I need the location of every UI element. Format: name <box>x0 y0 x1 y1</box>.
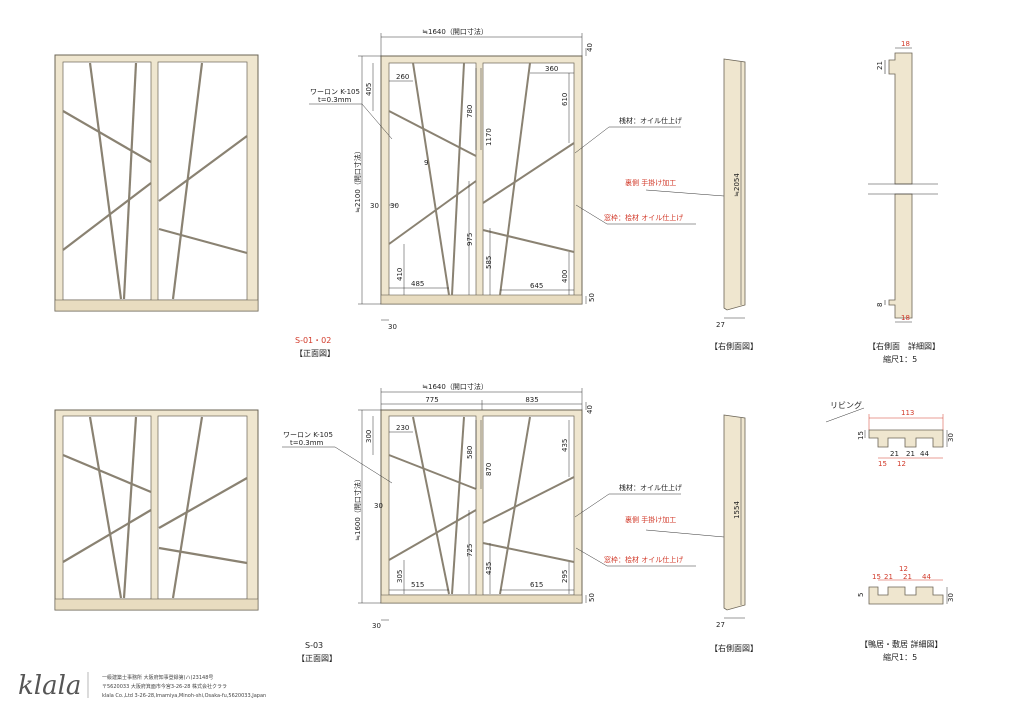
bottom-detail-label: 【鴨居・敷居 詳細図】 <box>860 639 943 649</box>
top-detail-scale: 縮尺1：5 <box>883 354 917 364</box>
dim-405: 405 <box>365 83 373 96</box>
bottom-note-material: ワーロン K-105 <box>283 431 333 439</box>
dim-40: 40 <box>586 43 594 52</box>
dim-50-b: 50 <box>588 593 596 602</box>
shikii-15: 15 <box>872 573 881 581</box>
bottom-code: S-03 <box>305 641 323 650</box>
dim-30c: 30 <box>388 323 397 331</box>
bottom-side-height: 1554 <box>733 501 741 519</box>
dim-485: 485 <box>411 280 424 288</box>
dim-645: 645 <box>530 282 543 290</box>
dim-30-b2: 30 <box>372 622 381 630</box>
top-side-label: 【右側面図】 <box>710 341 758 351</box>
top-side-height: ≒2054 <box>733 173 741 197</box>
dim-30b: 30 <box>390 202 399 210</box>
dim-300: 300 <box>365 430 373 443</box>
top-overall-height: ≒2100（開口寸法） <box>353 147 362 213</box>
top-note-material: ワーロン K-105 <box>310 88 360 96</box>
dim-40-b: 40 <box>586 405 594 414</box>
top-main-elevation: ≒1640（開口寸法） ≒2100（開口寸法） 40 405 260 780 1… <box>295 27 725 358</box>
footer-line1: 一級建築士事務所 大阪府知事登録第(ハ)23148号 <box>102 674 213 681</box>
bottom-note-rail: 桟材：オイル仕上げ <box>619 483 682 492</box>
bottom-main-elevation: ≒1640（開口寸法） 775 835 40 ≒1600（開口寸法） 300 2… <box>282 382 725 663</box>
bottom-note-back: 裏側 手掛け加工 <box>625 515 676 524</box>
shikii-5: 5 <box>857 593 865 597</box>
kamoi-15b: 15 <box>878 460 887 468</box>
dim-435b: 435 <box>485 562 493 575</box>
dim-585: 585 <box>485 256 493 269</box>
dim-780: 780 <box>466 105 474 118</box>
klala-logo: klala <box>18 671 81 701</box>
top-note-frame: 窓枠：桧材 オイル仕上げ <box>604 213 683 222</box>
kamoi-30: 30 <box>947 433 955 442</box>
dim-515: 515 <box>411 581 424 589</box>
bottom-side-dim-27: 27 <box>716 621 725 629</box>
kamoi-15: 15 <box>857 431 865 440</box>
footer-line3: klala Co.,Ltd 3-26-28,Imamiya,Minoh-shi,… <box>102 693 266 699</box>
top-note-rail: 桟材：オイル仕上げ <box>619 116 682 125</box>
dim-870: 870 <box>485 463 493 476</box>
top-overall-width: ≒1640（開口寸法） <box>422 27 488 36</box>
kamoi-21b: 21 <box>906 450 915 458</box>
bottom-head-sill-detail: リビング 113 15 30 21 21 44 15 12 12 15 <box>825 400 955 662</box>
top-side-dim-27: 27 <box>716 321 725 329</box>
dim-410: 410 <box>396 268 404 281</box>
top-note-back: 裏側 手掛け加工 <box>625 178 676 187</box>
bottom-side-label: 【右側面図】 <box>710 643 758 653</box>
dim-435a: 435 <box>561 439 569 452</box>
dim-295: 295 <box>561 570 569 583</box>
bottom-overall-height: ≒1600（開口寸法） <box>353 475 362 541</box>
dim-30a: 30 <box>370 202 379 210</box>
dim-305: 305 <box>396 570 404 583</box>
top-code: S-01・02 <box>295 336 331 345</box>
dim-975: 975 <box>466 233 474 246</box>
dim-400: 400 <box>561 270 569 283</box>
bottom-front-label: 【正面図】 <box>297 654 337 663</box>
bottom-note-frame: 窓枠：桧材 オイル仕上げ <box>604 555 683 564</box>
top-side-detail: 18 21 8 18 【右側面 詳細図】 縮尺1：5 <box>868 40 940 364</box>
rib-label: リビング <box>830 400 862 410</box>
dim-230: 230 <box>396 424 409 432</box>
shikii-12: 12 <box>899 565 908 573</box>
shikii-44: 44 <box>922 573 931 581</box>
dim-50: 50 <box>588 293 596 302</box>
shikii-21b: 21 <box>903 573 912 581</box>
top-front-label: 【正面図】 <box>295 349 335 358</box>
bottom-overall-width: ≒1640（開口寸法） <box>422 382 488 391</box>
footer-line2: 〒5620033 大阪府箕面市今宮3-26-28 株式会社クララ <box>102 683 227 690</box>
detail-18-bottom: 18 <box>901 314 910 322</box>
dim-615: 615 <box>530 581 543 589</box>
kamoi-12: 12 <box>897 460 906 468</box>
dim-360: 360 <box>545 65 558 73</box>
shikii-30: 30 <box>947 593 955 602</box>
top-side-section: ≒2054 27 【右側面図】 <box>710 58 758 351</box>
footer: klala 一級建築士事務所 大阪府知事登録第(ハ)23148号 〒562003… <box>18 671 266 701</box>
top-detail-label: 【右側面 詳細図】 <box>868 341 940 351</box>
detail-18-top: 18 <box>901 40 910 48</box>
detail-21: 21 <box>876 61 884 70</box>
dim-9: 9 <box>424 159 428 167</box>
dim-725: 725 <box>466 544 474 557</box>
bottom-note-thickness: t=0.3mm <box>290 439 324 447</box>
bottom-thumbnail-elevation <box>54 409 259 611</box>
dim-835: 835 <box>525 396 538 404</box>
top-note-thickness: t=0.3mm <box>318 96 352 104</box>
dim-30-bb: 30 <box>374 502 383 510</box>
bottom-detail-scale: 縮尺1：5 <box>883 652 917 662</box>
top-thumbnail-elevation <box>54 54 259 312</box>
bottom-side-section: 1554 27 【右側面図】 <box>710 414 758 653</box>
shikii-21a: 21 <box>884 573 893 581</box>
dim-260: 260 <box>396 73 409 81</box>
kamoi-44: 44 <box>920 450 929 458</box>
detail-8: 8 <box>876 303 884 307</box>
dim-610: 610 <box>561 93 569 106</box>
dim-775: 775 <box>425 396 438 404</box>
dim-580: 580 <box>466 446 474 459</box>
dim-1170: 1170 <box>485 128 493 146</box>
kamoi-113: 113 <box>901 409 914 417</box>
kamoi-21a: 21 <box>890 450 899 458</box>
